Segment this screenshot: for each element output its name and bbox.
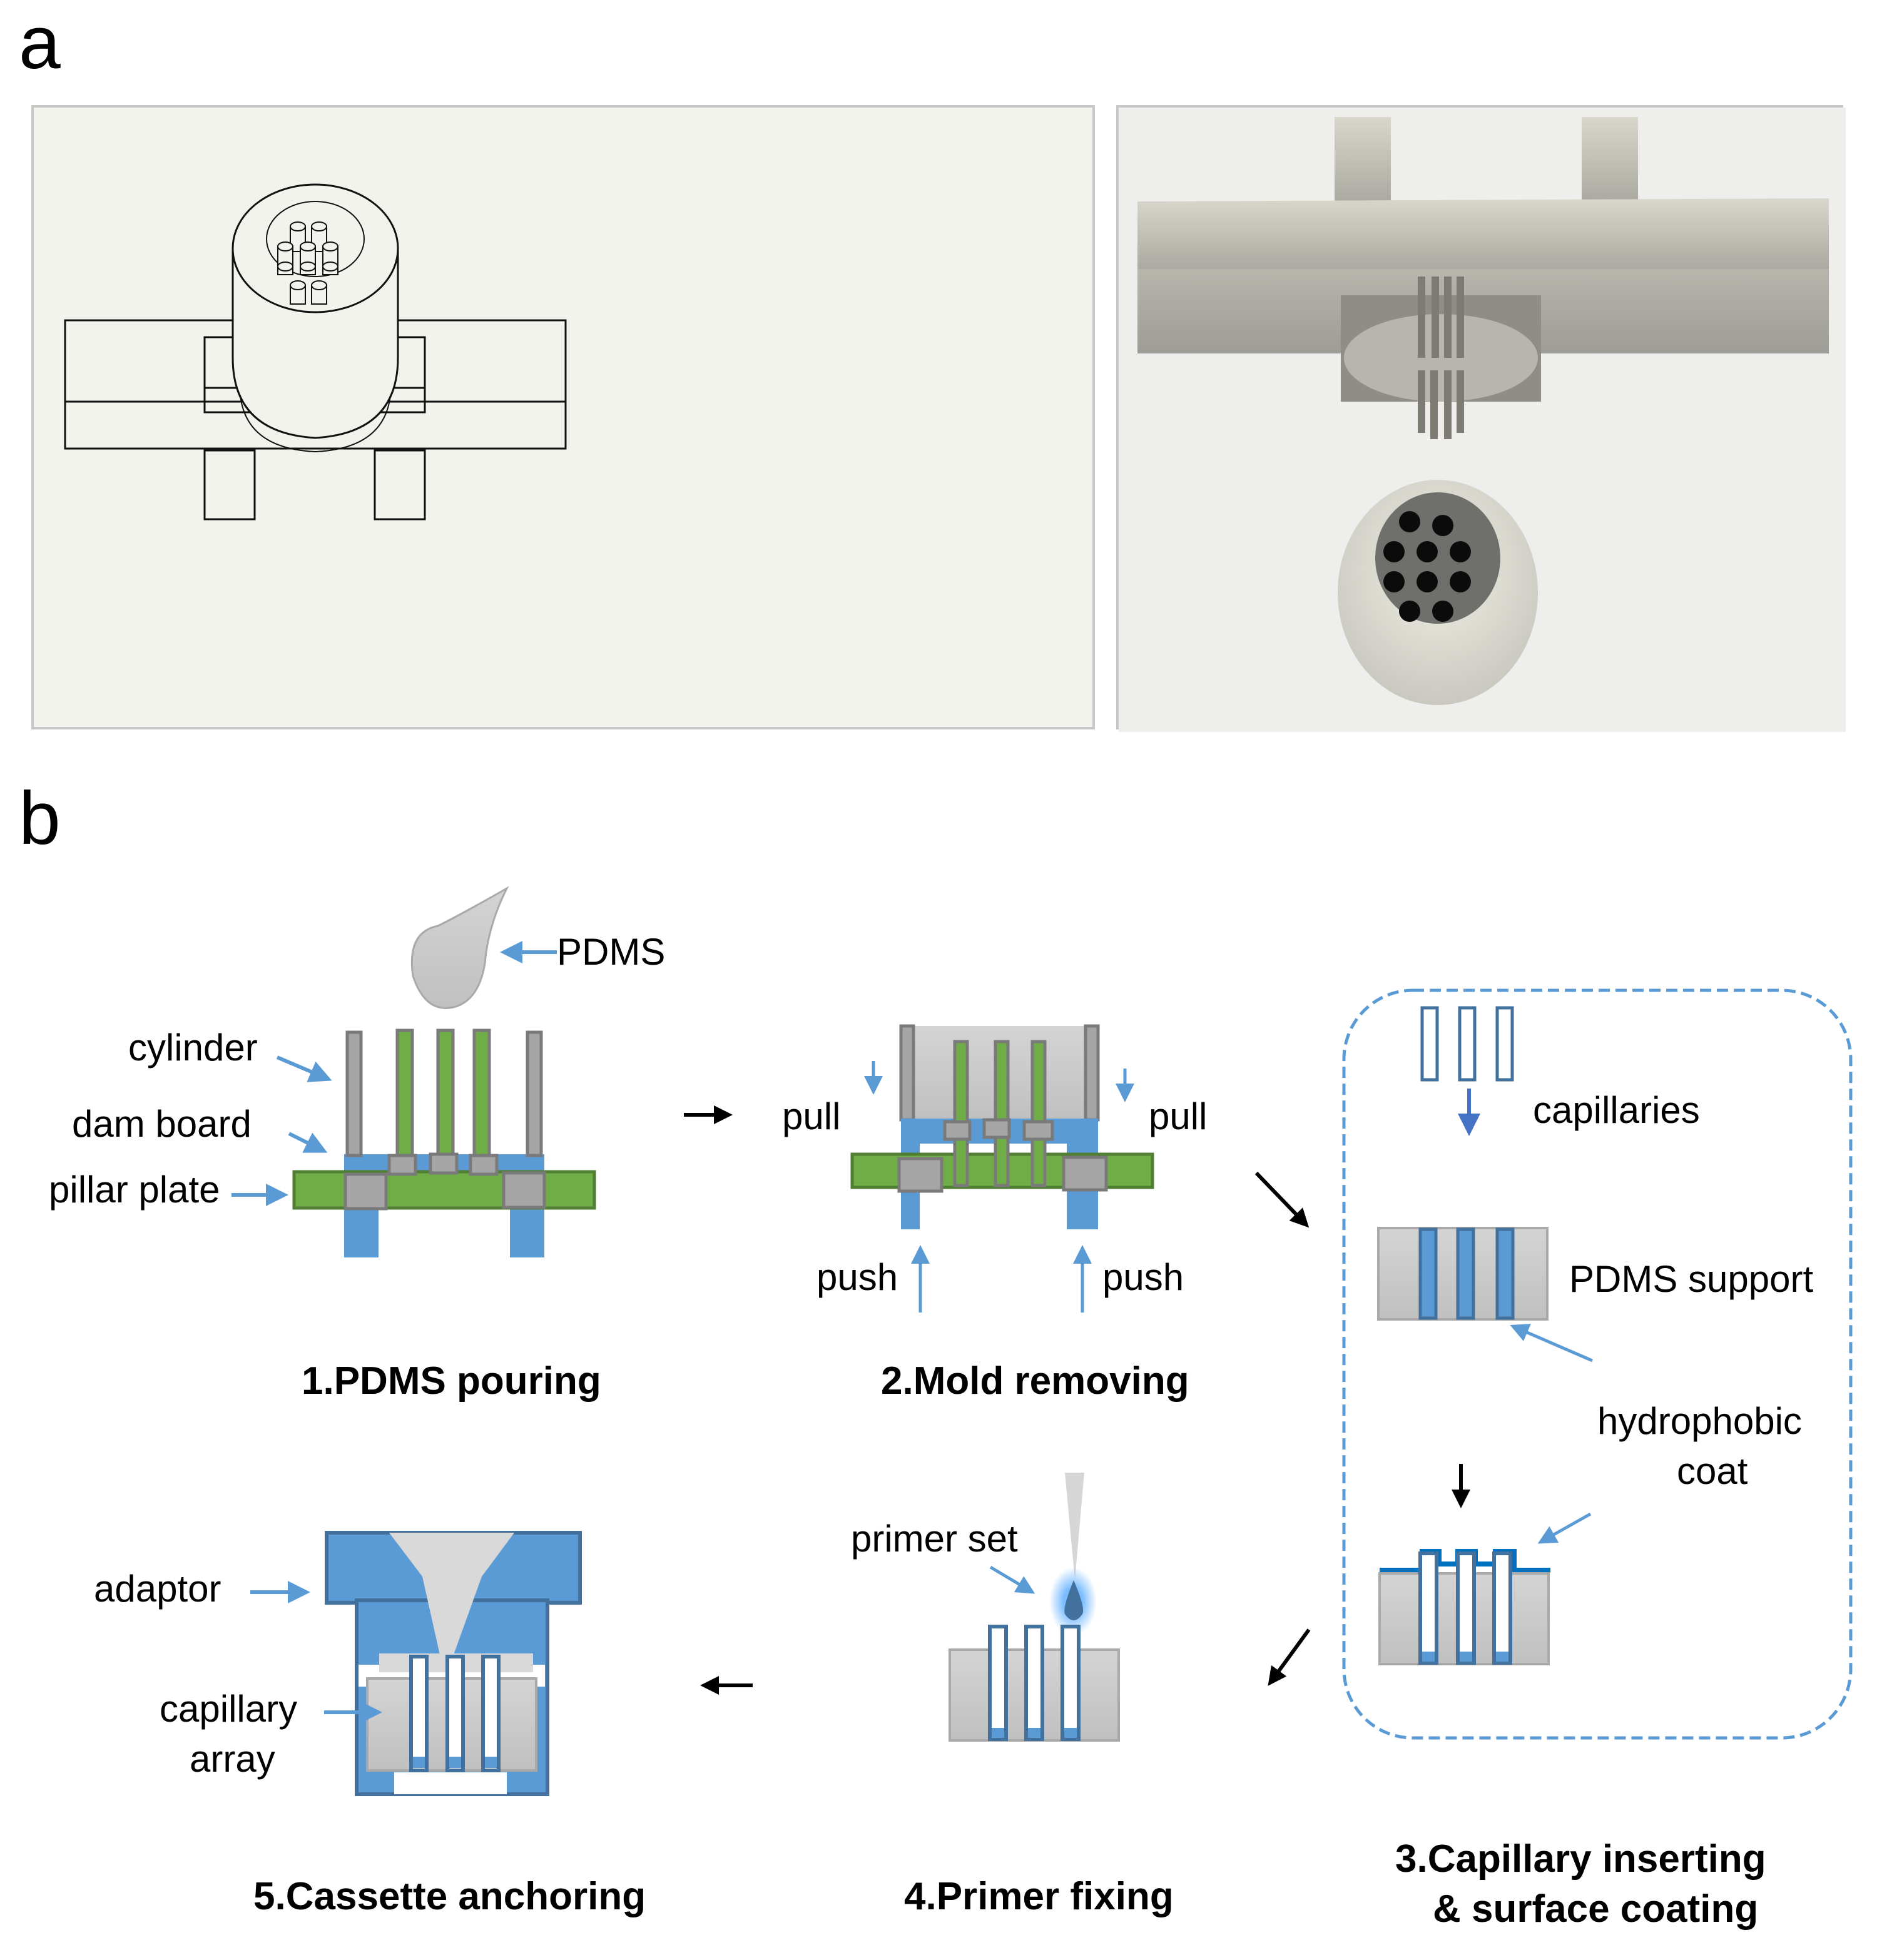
green-pillar — [472, 1028, 491, 1164]
photo-leg-left — [1335, 117, 1391, 205]
step3-title-line2: & surface coating — [1433, 1887, 1758, 1931]
adaptor-label: adaptor — [94, 1568, 221, 1610]
primer-droplet-icon — [1064, 1580, 1084, 1620]
pdms-support-label: PDMS support — [1569, 1258, 1813, 1300]
adaptor-funnel — [389, 1533, 514, 1655]
arrow-3-to-4 — [1268, 1628, 1311, 1686]
dam-board-label: dam board — [72, 1103, 252, 1145]
photo-holes — [1383, 511, 1471, 622]
cad-leg-right — [374, 449, 426, 520]
cylinder-left — [345, 1030, 363, 1157]
green-pillar — [395, 1028, 414, 1164]
cad-inner-well — [266, 201, 365, 277]
cad-drawing — [64, 183, 567, 520]
step3-dashed-box — [1342, 988, 1853, 1740]
capillaries-icon — [1420, 1006, 1514, 1082]
photo-plate-top — [1137, 198, 1829, 272]
coat-arrow-lower — [1537, 1512, 1592, 1544]
step5-title: 5.Cassette anchoring — [253, 1875, 646, 1918]
panel-b-label: b — [19, 776, 61, 860]
pdms-drop-icon — [410, 886, 509, 1009]
green-pillar — [436, 1028, 455, 1164]
capillary-array-label-line2: array — [190, 1738, 275, 1780]
push-right-label: push — [1102, 1256, 1184, 1298]
step4-illustration: primer set 4.Primer fixing — [851, 1473, 1174, 1918]
cylinder-right — [526, 1030, 543, 1157]
pdms-label: PDMS — [557, 931, 665, 973]
pipette-tip-icon — [1065, 1473, 1084, 1580]
primer-set-arrow — [989, 1565, 1035, 1594]
photo-panel — [1116, 105, 1846, 732]
step3-illustration: capillaries PDMS support hydrophobic coa… — [1342, 988, 1853, 1931]
step2-illustration: pull pull push push 2.Mold removing — [782, 1024, 1207, 1403]
dam-board-arrow — [288, 1132, 328, 1153]
pillar-plate — [292, 1170, 596, 1210]
coat-label: coat — [1677, 1450, 1748, 1492]
step4-title: 4.Primer fixing — [904, 1875, 1174, 1918]
capillaries-label: capillaries — [1533, 1089, 1700, 1131]
push-left-label: push — [816, 1256, 898, 1298]
step5-illustration: adaptor capillary array 5.Cassette ancho… — [94, 1531, 646, 1918]
cylinder-arrow — [276, 1055, 332, 1082]
step3-title-line1: 3.Capillary inserting — [1395, 1837, 1766, 1881]
photo-leg-right — [1582, 117, 1638, 205]
coat-arrow-upper — [1510, 1324, 1593, 1363]
primer-set-label: primer set — [851, 1518, 1018, 1560]
photo-pillars — [1418, 277, 1464, 439]
pull-left-label: pull — [782, 1095, 840, 1137]
capillary-array-label-line1: capillary — [160, 1688, 297, 1730]
pull-right-label: pull — [1149, 1095, 1207, 1137]
mold-photo — [1119, 108, 1846, 732]
cylinder-label: cylinder — [128, 1027, 258, 1069]
step1-title: 1.PDMS pouring — [302, 1359, 601, 1403]
arrow-2-to-3 — [1254, 1171, 1310, 1228]
pillar-plate-label: pillar plate — [49, 1169, 220, 1211]
step1-illustration: PDMS cylinder dam board pillar plate 1.P… — [49, 886, 665, 1403]
cad-leg-left — [203, 449, 256, 520]
photo-disk — [1344, 314, 1538, 402]
panel-a-label: a — [19, 1, 61, 84]
hydrophobic-label: hydrophobic — [1597, 1400, 1802, 1442]
cad-drawing-panel — [31, 105, 1095, 729]
step2-title: 2.Mold removing — [881, 1359, 1189, 1403]
cad-pillars — [277, 221, 338, 305]
